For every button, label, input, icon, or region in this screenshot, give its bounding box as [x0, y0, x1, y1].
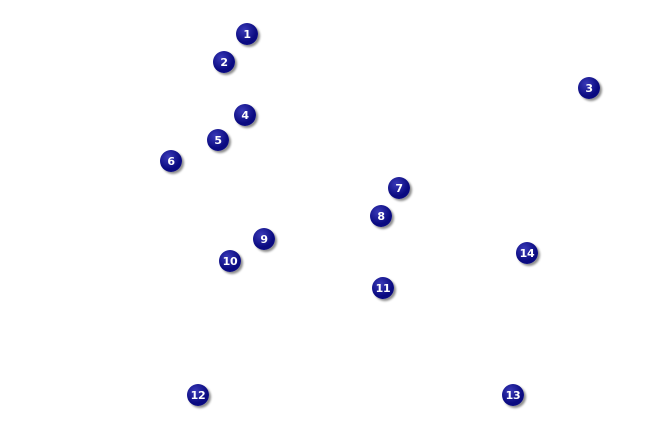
marker-label: 8 [377, 209, 385, 223]
marker-1[interactable]: 1 [236, 23, 258, 45]
marker-6[interactable]: 6 [160, 150, 182, 172]
marker-label: 9 [260, 232, 268, 246]
marker-14[interactable]: 14 [516, 242, 538, 264]
marker-label: 11 [375, 281, 391, 295]
marker-12[interactable]: 12 [187, 384, 209, 406]
marker-label: 3 [585, 81, 593, 95]
marker-3[interactable]: 3 [578, 77, 600, 99]
marker-13[interactable]: 13 [502, 384, 524, 406]
marker-label: 10 [222, 254, 238, 268]
marker-label: 1 [243, 27, 251, 41]
marker-label: 5 [214, 133, 222, 147]
marker-2[interactable]: 2 [213, 51, 235, 73]
marker-7[interactable]: 7 [388, 177, 410, 199]
marker-label: 13 [505, 388, 521, 402]
marker-label: 2 [220, 55, 228, 69]
marker-8[interactable]: 8 [370, 205, 392, 227]
marker-label: 4 [241, 108, 249, 122]
marker-label: 7 [395, 181, 403, 195]
marker-4[interactable]: 4 [234, 104, 256, 126]
marker-11[interactable]: 11 [372, 277, 394, 299]
marker-9[interactable]: 9 [253, 228, 275, 250]
marker-label: 12 [190, 388, 206, 402]
marker-label: 6 [167, 154, 175, 168]
marker-5[interactable]: 5 [207, 129, 229, 151]
marker-10[interactable]: 10 [219, 250, 241, 272]
marker-label: 14 [519, 246, 535, 260]
